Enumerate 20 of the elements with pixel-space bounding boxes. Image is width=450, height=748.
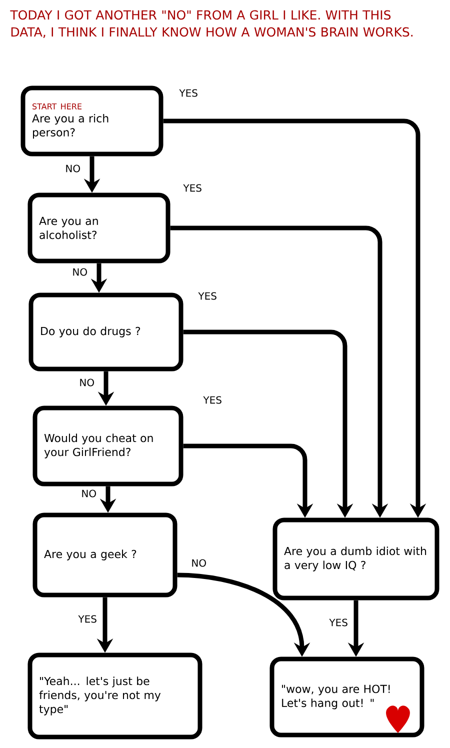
edge-label: NO [82, 490, 96, 498]
edge-label: YES [198, 292, 216, 300]
question-box: Do you do drugs ? [28, 292, 184, 372]
question-box: Are you a geek ? [32, 512, 178, 598]
edge-label: NO [80, 378, 94, 386]
question-box: Are you a dumb idiot with a very low IQ ? [272, 518, 440, 600]
edge-label: NO [192, 559, 206, 567]
title: TODAY I GOT ANOTHER "NO" FROM A GIRL I LIKE. WITH THIS DATA, I THINK I FINALLY KNOW HOW A WOMAN'S BRAIN WORKS. [10, 10, 412, 38]
question-box: "Yeah... let's just be friends, you're not my type" [28, 652, 202, 740]
edge-label: YES [329, 618, 348, 626]
edge-label: YES [203, 396, 222, 404]
question-box: START HERE Are you a rich person? [20, 86, 164, 156]
edge-label: YES [78, 615, 96, 623]
question-box: Would you cheat on your GirlFriend? [32, 406, 184, 486]
question-box: Are you an alcoholist? [28, 192, 170, 264]
edge-label: YES [179, 89, 198, 97]
edge-label: NO [66, 164, 80, 172]
edge-label: NO [73, 268, 87, 276]
edge-label: YES [183, 184, 202, 192]
question-box: "wow, you are HOT! Let's hang out! " [270, 656, 424, 738]
